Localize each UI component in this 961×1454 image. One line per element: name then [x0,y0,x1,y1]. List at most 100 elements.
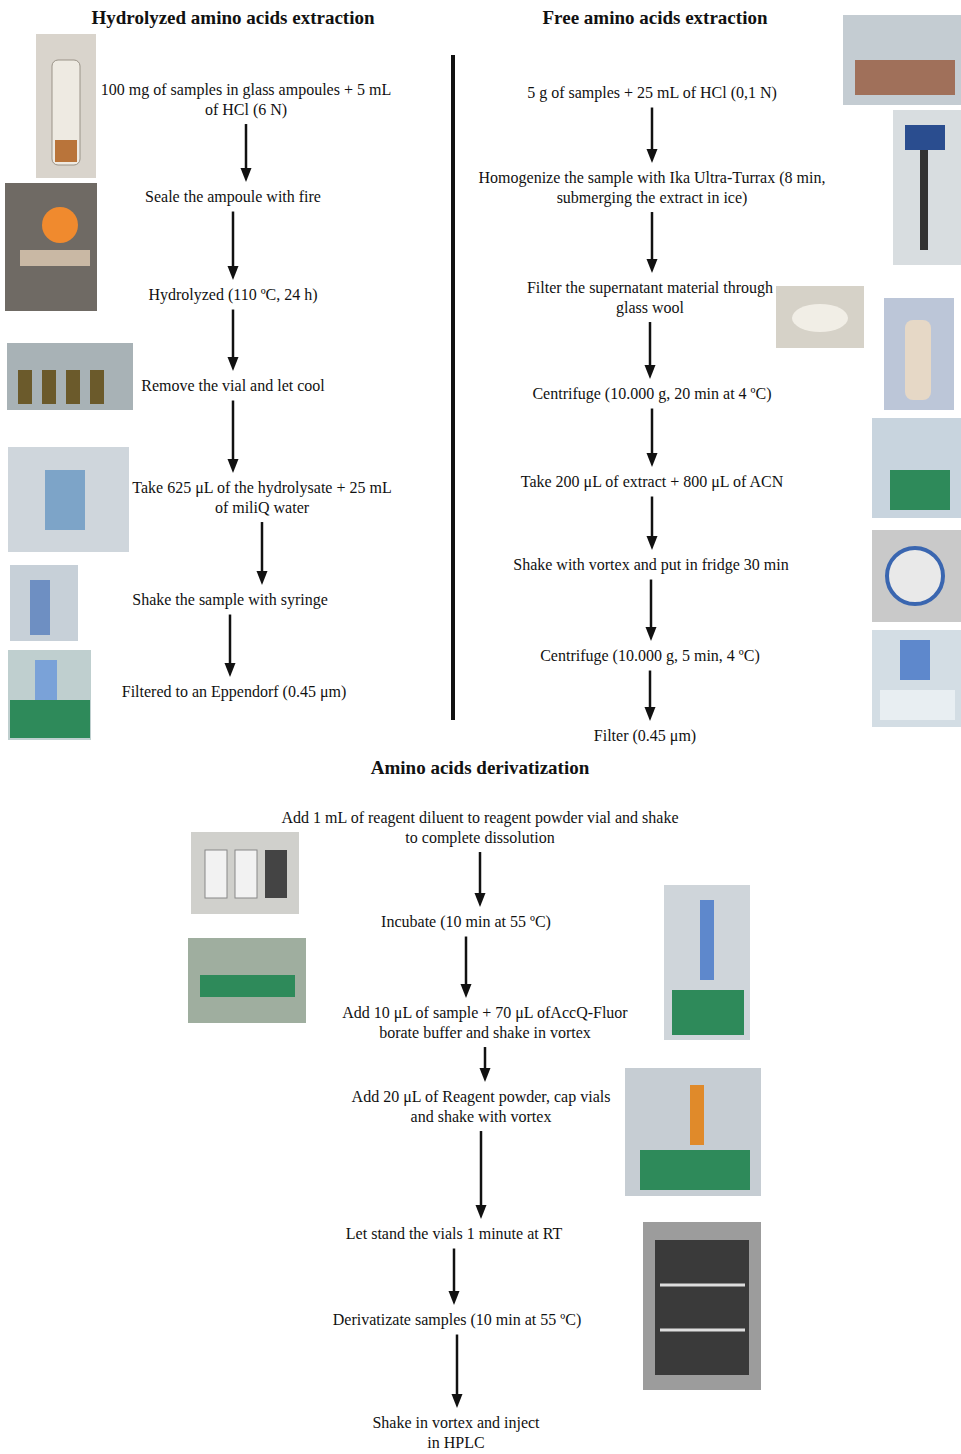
flow-arrow [476,1131,487,1219]
arrow-line [484,1047,487,1070]
process-step: Add 10 μL of sample + 70 μL ofAccQ-Fluor… [330,1003,640,1042]
photo [872,418,961,518]
process-step: Remove the vial and let cool [103,376,363,396]
step-text: Homogenize the sample with Ika Ultra-Tur… [457,168,847,207]
photo [843,15,961,105]
process-step: Shake the sample with syringe [95,590,365,610]
arrow-head [476,1205,487,1219]
photo [7,343,133,410]
arrow-line [650,580,653,629]
process-step: Shake in vortex and inject in HPLC [371,1413,541,1452]
flow-arrow [475,852,486,907]
flow-arrow [480,1047,491,1082]
photo [191,832,299,914]
flow-arrow [647,409,658,467]
step-text: Take 200 μL of extract + 800 μL of ACN [487,472,817,492]
arrow-line [232,401,235,461]
step-text: Remove the vial and let cool [103,376,363,396]
flow-arrow [647,497,658,550]
section-heading: Hydrolyzed amino acids extraction [91,7,374,29]
arrow-head [452,1394,463,1408]
process-step: Filter (0.45 μm) [545,726,745,746]
step-text: Seale the ampoule with fire [103,187,363,207]
flow-arrow [257,522,268,585]
process-step: Add 20 μL of Reagent powder, cap vials a… [346,1087,616,1126]
process-step: Shake with vortex and put in fridge 30 m… [481,555,821,575]
flow-arrow [645,322,656,379]
arrow-line [453,1249,456,1293]
step-text: Let stand the vials 1 minute at RT [314,1224,594,1244]
step-text: Incubate (10 min at 55 ºC) [336,912,596,932]
arrow-line [245,124,248,170]
process-step: Centrifuge (10.000 g, 5 min, 4 ºC) [485,646,815,666]
arrow-head [645,365,656,379]
step-text: Hydrolyzed (110 ºC, 24 h) [103,285,363,305]
arrow-line [232,212,235,268]
column-divider [451,55,455,720]
arrow-head [449,1291,460,1305]
photo [643,1222,761,1390]
process-step: Take 200 μL of extract + 800 μL of ACN [487,472,817,492]
arrow-head [228,357,239,371]
arrow-head [241,168,252,182]
arrow-head [228,266,239,280]
photo [188,938,306,1023]
arrow-head [646,627,657,641]
arrow-line [651,497,654,538]
process-step: Add 1 mL of reagent diluent to reagent p… [275,808,685,847]
flow-arrow [225,615,236,677]
step-text: Centrifuge (10.000 g, 20 min at 4 ºC) [487,384,817,404]
step-text: Filter (0.45 μm) [545,726,745,746]
step-text: Filtered to an Eppendorf (0.45 μm) [89,682,379,702]
step-text: Shake in vortex and inject in HPLC [371,1413,541,1452]
arrow-line [651,212,654,261]
step-text: Take 625 μL of the hydrolysate + 25 mL o… [127,478,397,517]
step-text: 100 mg of samples in glass ampoules + 5 … [96,80,396,119]
arrow-line [651,409,654,455]
arrow-head [225,663,236,677]
photo [664,885,750,1040]
section-heading: Free amino acids extraction [543,7,768,29]
arrow-head [461,984,472,998]
flow-arrow [241,124,252,182]
step-text: Centrifuge (10.000 g, 5 min, 4 ºC) [485,646,815,666]
photo [8,447,129,552]
process-step: Hydrolyzed (110 ºC, 24 h) [103,285,363,305]
process-step: 5 g of samples + 25 mL of HCl (0,1 N) [487,83,817,103]
process-step: Centrifuge (10.000 g, 20 min at 4 ºC) [487,384,817,404]
flow-arrow [645,671,656,721]
step-text: Derivatizate samples (10 min at 55 ºC) [307,1310,607,1330]
flow-arrow [646,580,657,641]
arrow-line [479,852,482,895]
step-text: Add 20 μL of Reagent powder, cap vials a… [346,1087,616,1126]
flow-arrow [228,212,239,280]
photo [10,565,78,641]
photo [8,650,91,740]
flow-arrow [449,1249,460,1305]
photo [625,1068,761,1196]
process-step: Filter the supernatant material through … [525,278,775,317]
arrow-head [647,453,658,467]
arrow-head [645,707,656,721]
photo [872,530,961,622]
arrow-line [456,1335,459,1396]
step-text: Shake the sample with syringe [95,590,365,610]
arrow-line [649,671,652,709]
photo [36,34,96,178]
section-heading: Amino acids derivatization [371,757,590,779]
flow-arrow [228,401,239,473]
arrow-line [229,615,232,665]
flow-arrow [452,1335,463,1408]
process-step: Seale the ampoule with fire [103,187,363,207]
photo [884,298,954,410]
arrow-head [647,536,658,550]
arrow-line [651,108,654,151]
process-step: Filtered to an Eppendorf (0.45 μm) [89,682,379,702]
arrow-line [232,310,235,359]
step-text: Filter the supernatant material through … [525,278,775,317]
process-step: Derivatizate samples (10 min at 55 ºC) [307,1310,607,1330]
arrow-line [261,522,264,573]
photo [872,630,961,727]
flow-arrow [647,212,658,273]
step-text: 5 g of samples + 25 mL of HCl (0,1 N) [487,83,817,103]
